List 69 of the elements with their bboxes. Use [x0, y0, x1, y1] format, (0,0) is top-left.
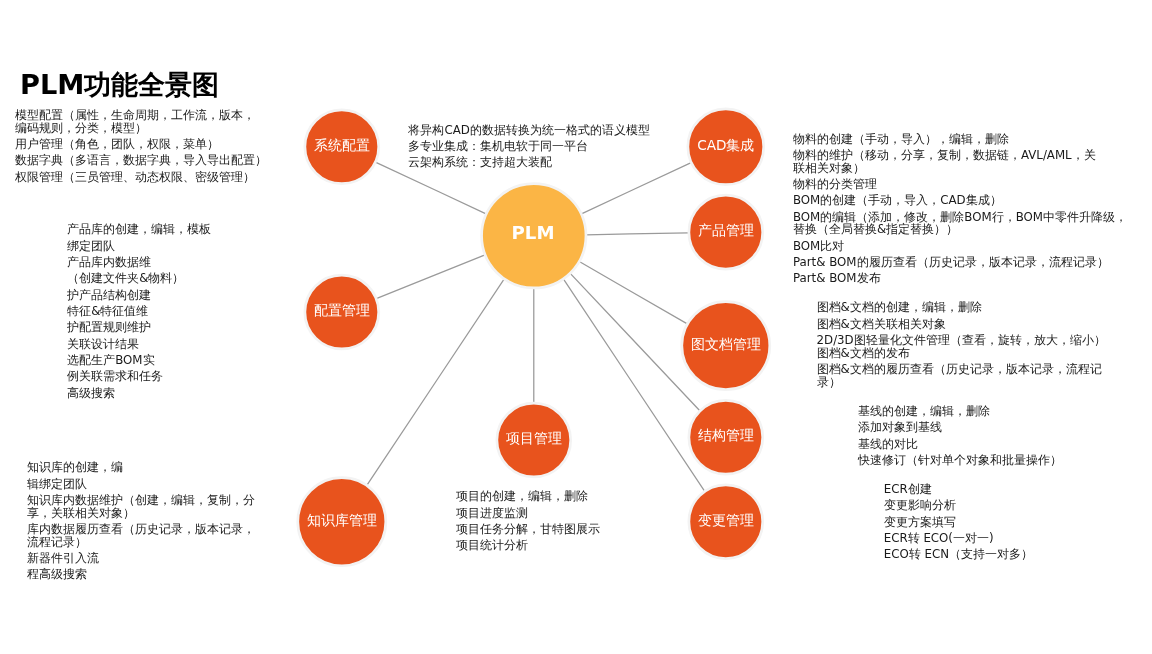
node-label: ECR转 ECO(一对一): [883, 531, 994, 546]
connector: [580, 161, 692, 215]
node-label: 权限管理（三员管理、动态权限、密级管理）: [15, 169, 256, 184]
node-label: 产品库的创建，编辑，模板: [67, 222, 212, 237]
connector: [375, 254, 486, 300]
connector: [578, 260, 688, 325]
node-label: 物料的创建（手动，导入），编辑，删除: [792, 131, 1009, 146]
node-label: BOM的创建（手动，导入，CAD集成）: [792, 193, 1002, 208]
node-circle: 产品管理: [687, 193, 765, 271]
connector: [585, 232, 690, 236]
node-label: 辑绑定团队: [27, 476, 88, 491]
node-label: BOM的编辑（添加，修改，删除BOM行，BOM中零件升降级，替换（全局替换&指定替换））: [792, 209, 1128, 237]
node-label: 用户管理（角色，团队，权限，菜单）: [15, 137, 220, 152]
node-label: BOM比对: [792, 238, 845, 253]
node-circle: PLM: [480, 182, 588, 290]
node-label: 快速修订（针对单个对象和批量操作）: [858, 452, 1063, 467]
node-label: 绑定团队: [67, 238, 116, 253]
node-label: ECO转 ECN（支持一对多）: [883, 547, 1033, 562]
node-circle: CAD集成: [686, 107, 766, 187]
node-label: 知识库的创建，编: [27, 460, 124, 475]
node-label: 变更影响分析: [883, 498, 956, 513]
node-label: 新器件引入流: [27, 551, 100, 566]
node-label: 云架构系统：支持超大装配: [408, 155, 553, 170]
node-label: 2D/3D图轻量化文件管理（查看，旋转，放大，缩小）图档&文档的发布: [816, 333, 1106, 360]
node-label: 知识库内数据维护（创建，编辑，复制，分享，关联相关对象）: [27, 492, 256, 520]
node-circle: 图文档管理: [680, 300, 772, 391]
node-label: 图档&文档关联相关对象: [816, 316, 946, 331]
node-label: 图档&文档的履历查看（历史记录，版本记录，流程记录）: [816, 362, 1102, 389]
node-circle: 系统配置: [303, 108, 381, 186]
node-circle: 配置管理: [303, 273, 381, 351]
node-label: 变更方案填写: [883, 514, 956, 529]
diagram-title: PLM功能全景图: [19, 69, 220, 101]
node-label: 基线的对比: [858, 436, 919, 451]
node-label: 图档&文档的创建，编辑，删除: [816, 300, 982, 315]
node-label: 将异构CAD的数据转换为统一格式的语义模型: [408, 122, 650, 137]
node-label: 数据字典（多语言，数据字典，导入导出配置）: [15, 153, 268, 168]
node-label: （创建文件夹&物料）: [67, 271, 185, 286]
node-circle: 知识库管理: [296, 476, 388, 568]
node-label: 产品库内数据维: [67, 255, 152, 270]
node-label: 护配置规则维护: [67, 320, 152, 335]
node-label: 添加对象到基线: [858, 420, 943, 435]
node-label: 高级搜索: [67, 385, 116, 400]
node-label: 多专业集成：集机电软于同一平台: [408, 138, 589, 153]
node-label: 特征&特征值维: [67, 304, 149, 319]
node-circle: 结构管理: [687, 399, 765, 476]
node-label: 库内数据履历查看（历史记录，版本记录，流程记录）: [27, 521, 256, 549]
connector: [374, 161, 487, 215]
node-label: 物料的维护（移动，分享，复制，数据链，AVL/AML，关联相关对象）: [792, 147, 1096, 175]
node-label: Part& BOM的履历查看（历史记录，版本记录，流程记录）: [792, 255, 1109, 270]
node-label: 程高级搜索: [27, 567, 88, 582]
node-circle: 项目管理: [495, 401, 573, 479]
node-label: 护产品结构创建: [67, 287, 152, 302]
node-label: 项目任务分解，甘特图展示: [455, 521, 600, 536]
node-label: 模型配置（属性，生命周期，工作流，版本，编码规则，分类，模型）: [15, 108, 256, 135]
connector: [533, 287, 535, 404]
connector: [366, 278, 505, 486]
node-label: 例关联需求和任务: [67, 369, 164, 384]
connector: [569, 272, 701, 412]
node-label: Part& BOM发布: [792, 271, 881, 286]
node-circle: 变更管理: [687, 483, 765, 560]
node-label: 关联设计结果: [67, 336, 140, 351]
node-label: 项目的创建，编辑，删除: [455, 489, 588, 504]
connector: [562, 278, 706, 493]
node-label: 物料的分类管理: [792, 177, 877, 192]
node-label: 项目进度监测: [455, 505, 528, 520]
node-label: 基线的创建，编辑，删除: [858, 403, 991, 418]
node-label: ECR创建: [883, 482, 932, 497]
node-label: 项目统计分析: [455, 538, 528, 553]
node-label: 选配生产BOM实: [67, 353, 155, 368]
